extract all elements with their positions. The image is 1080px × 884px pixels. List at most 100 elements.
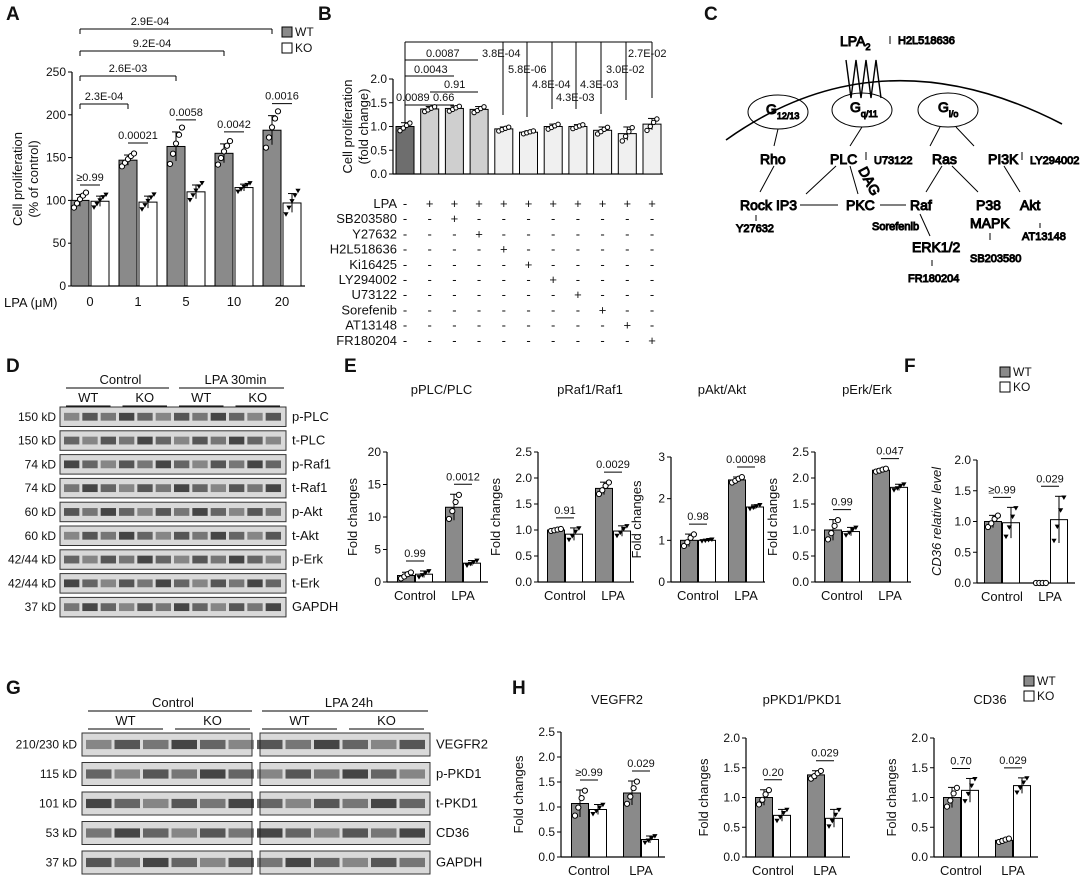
arrow-gi-ras	[929, 126, 941, 147]
node-mapk: MAPK	[970, 215, 1010, 231]
H2-bar-wt-1	[807, 774, 825, 858]
panelG-band-0-1	[114, 739, 140, 750]
H1-point-0-1-2	[630, 785, 637, 792]
panelD-band-7-2	[100, 579, 116, 588]
node-rho: Rho	[760, 151, 786, 167]
panelD-band-3-11	[265, 484, 281, 493]
inhibitor-y27632: Y27632	[736, 223, 774, 235]
E1-point-0-1-0	[445, 515, 453, 523]
B-sign-4-6: -	[551, 257, 555, 272]
B-sign-1-10: -	[650, 211, 654, 226]
E3-point-1-1-3	[757, 503, 763, 508]
panelD-band-1-10	[247, 436, 263, 445]
B-bar-7	[568, 126, 588, 175]
panelG-size-1: 115 kD	[40, 767, 77, 781]
panelD-band-3-10	[247, 484, 263, 493]
arrow-gq-plc	[849, 126, 863, 147]
A-ytick-label-5: 250	[46, 65, 66, 79]
H3-ytick-label-4: 2.0	[911, 731, 928, 745]
panelD-band-8-2	[100, 603, 116, 612]
B-treatment-9: FR180204	[336, 333, 397, 348]
B-sign-4-4: -	[502, 257, 506, 272]
E4-point-0-1-3	[882, 465, 890, 472]
A-ylabel-line1: Cell proliferation	[10, 132, 25, 226]
panelG-band-2-8	[314, 798, 340, 809]
H1-point-1-1-2	[649, 836, 655, 841]
B-point-9-3	[629, 124, 635, 131]
panelD-band-1-2	[100, 436, 116, 445]
panelD-band-3-1	[82, 484, 98, 493]
panelD-band-8-3	[119, 603, 135, 612]
E3-ytick-label-2: 2	[658, 492, 665, 506]
B-sign-6-0: -	[403, 287, 407, 302]
panelD-size-0: 150 kD	[18, 410, 56, 424]
E3-ytick-label-1: 1	[658, 533, 665, 547]
panelG-band-1-3	[171, 769, 197, 779]
sig-b-6: 5.8E-06	[508, 64, 547, 76]
A-point-1-0-1	[94, 201, 100, 207]
A-sig-label-8: ≥0.99	[76, 172, 103, 184]
legend-a-ko-label: KO	[295, 41, 312, 55]
H3-point-1-0-1	[965, 791, 971, 797]
E4-title: pErk/Erk	[842, 382, 892, 397]
panelD-band-4-9	[229, 508, 245, 516]
B-point-5-3	[530, 128, 537, 134]
H2-xtick-label-0: Control	[752, 863, 794, 878]
B-sign-6-6: -	[551, 287, 555, 302]
A-point-0-3-4	[226, 137, 234, 145]
B-sign-9-7: -	[576, 333, 580, 348]
panelD-size-4: 60 kD	[25, 505, 57, 519]
panelD-band-5-1	[82, 531, 98, 540]
panelD-band-8-11	[265, 603, 281, 612]
B-sign-0-2: +	[451, 196, 459, 211]
panelD-band-strip-5	[59, 525, 287, 546]
H1-point-0-0-0	[571, 812, 579, 819]
B-sign-4-0: -	[403, 257, 407, 272]
A-point-1-0-3	[100, 195, 106, 200]
E2-xtick-label-0: Control	[544, 588, 586, 603]
arrow-gi-pi3k	[955, 126, 975, 147]
panelG-band-3-3	[171, 828, 197, 838]
B-sign-7-0: -	[403, 302, 407, 317]
node-rock: Rock	[740, 197, 773, 213]
B-sign-3-5: -	[526, 242, 530, 257]
H2-ytick-label-3: 1.5	[723, 761, 740, 775]
B-sign-0-10: +	[648, 196, 656, 211]
panelD-size-1: 150 kD	[18, 434, 56, 448]
panelG-band-1-10	[371, 769, 397, 779]
H1-point-0-0-3	[581, 787, 589, 794]
A-xtick-label-0: 0	[86, 294, 93, 309]
A-point-1-4-0	[283, 212, 289, 217]
H3-point-0-0-0	[943, 803, 951, 810]
panelD-group-1: LPA 30min	[205, 372, 267, 387]
panelG-band-0-5	[228, 739, 254, 750]
E3-ytick-label-3: 3	[658, 450, 665, 464]
panel-letter-g: G	[6, 678, 21, 699]
H2-point-0-0-0	[755, 801, 763, 808]
panelG-band-3-8	[314, 828, 340, 838]
membrane-curve	[725, 79, 1063, 141]
A-ytick-label-3: 150	[46, 151, 66, 165]
B-sign-9-3: -	[477, 333, 481, 348]
H1-xtick-label-1: LPA	[629, 863, 653, 878]
H3-ytick-label-0: 0.0	[911, 850, 928, 864]
H2-point-1-1-0	[826, 824, 832, 829]
legend-f: WT KO	[999, 365, 1032, 394]
B-sign-3-9: -	[625, 242, 629, 257]
B-sign-1-8: -	[600, 211, 604, 226]
panelG-band-0-9	[342, 739, 368, 750]
panelD-band-8-7	[192, 603, 208, 612]
panelD-band-5-3	[119, 531, 135, 540]
panelG-genotype-1: KO	[203, 713, 222, 728]
A-point-0-2-3	[175, 131, 183, 138]
B-sign-7-9: -	[625, 302, 629, 317]
B-sign-8-10: -	[650, 318, 654, 333]
panelD-band-7-4	[137, 579, 153, 588]
A-xtick-label-1: 1	[134, 294, 141, 309]
E3-point-0-0-3	[690, 531, 698, 538]
panelG-band-4-2	[143, 857, 169, 868]
B-sign-5-3: -	[477, 272, 481, 287]
panel-letter-f: F	[904, 356, 916, 377]
